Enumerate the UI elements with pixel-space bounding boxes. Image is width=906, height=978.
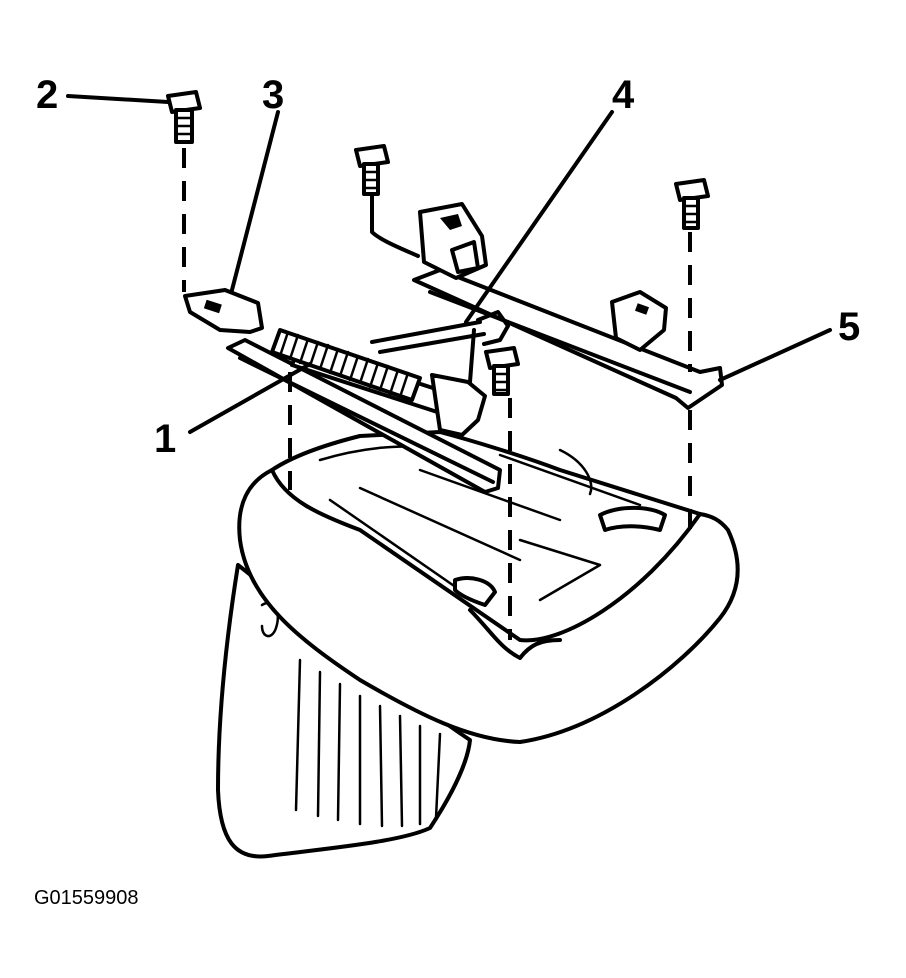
figure-id: G01559908: [34, 887, 139, 909]
seat-cushion: [237, 430, 740, 744]
latch-actuator: [418, 202, 488, 280]
bolt-icon: [484, 346, 520, 396]
callout-2: 2: [36, 73, 58, 117]
callout-4: 4: [612, 73, 635, 117]
callout-1: 1: [154, 417, 176, 461]
callout-3: 3: [262, 73, 284, 117]
bolt-icon: [674, 178, 710, 230]
alignment-lines: [182, 148, 692, 640]
leader-lines: [66, 94, 832, 434]
adjuster-spring: [270, 328, 422, 402]
cross-rod: [370, 310, 510, 384]
bolt-icon: [354, 144, 390, 196]
right-seat-track: [412, 268, 724, 410]
bolt-icon: [166, 90, 202, 144]
callout-5: 5: [838, 305, 860, 349]
